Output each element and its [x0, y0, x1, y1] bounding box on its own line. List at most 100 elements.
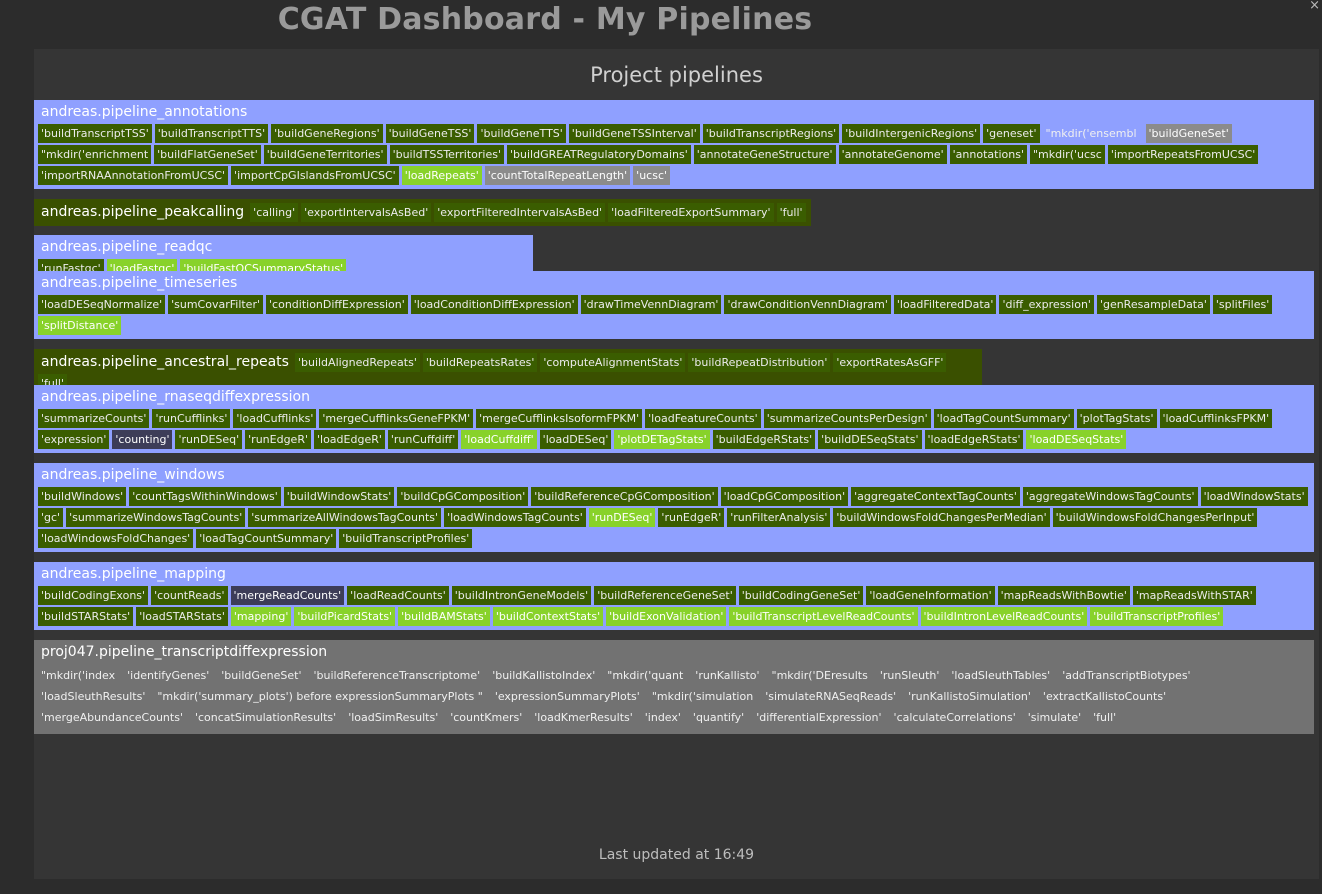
task-badge[interactable]: 'buildDESeqStats' — [818, 430, 922, 449]
task-badge[interactable]: 'computeAlignmentStats' — [540, 353, 686, 372]
task-badge[interactable]: 'countTotalRepeatLength' — [484, 166, 631, 185]
pipeline-name[interactable]: andreas.pipeline_rnaseqdiffexpression — [41, 389, 310, 405]
task-badge[interactable]: 'buildIntronLevelReadCounts' — [920, 607, 1088, 626]
task-badge[interactable]: 'buildTranscriptRegions' — [702, 124, 840, 143]
task-badge[interactable]: 'mapReadsWithSTAR' — [1132, 586, 1256, 605]
task-badge[interactable]: 'runDESeq' — [175, 430, 243, 449]
task-badge[interactable]: 'buildTranscriptProfiles' — [1090, 607, 1224, 626]
task-badge[interactable]: 'buildCodingExons' — [38, 586, 149, 605]
task-badge[interactable]: 'annotations' — [949, 145, 1027, 164]
task-badge[interactable]: 'buildReferenceGeneSet' — [594, 586, 736, 605]
task-badge[interactable]: 'buildGeneTTS' — [477, 124, 566, 143]
task-badge[interactable]: 'runCufflinks' — [152, 409, 231, 428]
task-badge[interactable]: 'buildTranscriptTSS' — [38, 124, 152, 143]
task-badge[interactable]: 'loadFilteredData' — [893, 295, 997, 314]
task-badge[interactable]: 'buildWindowStats' — [283, 487, 395, 506]
pipeline-name[interactable]: andreas.pipeline_timeseries — [41, 275, 238, 291]
task-badge[interactable]: 'loadEdgeR' — [314, 430, 385, 449]
task-badge[interactable]: 'countTagsWithinWindows' — [129, 487, 281, 506]
task-badge[interactable]: 'importRNAAnnotationFromUCSC' — [38, 166, 229, 185]
task-badge[interactable]: 'conditionDiffExpression' — [266, 295, 408, 314]
task-badge[interactable]: 'buildTranscriptProfiles' — [339, 529, 473, 548]
task-badge[interactable]: 'buildTranscriptTTS' — [154, 124, 269, 143]
task-badge[interactable]: 'buildKallistoIndex' — [492, 669, 596, 682]
pipeline-name[interactable]: andreas.pipeline_annotations — [41, 104, 248, 120]
pipeline-name[interactable]: proj047.pipeline_transcriptdiffexpressio… — [41, 644, 328, 660]
task-badge[interactable]: 'loadTagCountSummary' — [196, 529, 337, 548]
task-badge[interactable]: 'buildFlatGeneSet' — [154, 145, 261, 164]
task-badge[interactable]: "mkdir('summary_plots') before expressio… — [157, 690, 483, 703]
task-badge[interactable]: 'loadCuffdiff' — [461, 430, 537, 449]
task-badge[interactable]: 'buildGeneSet' — [221, 669, 302, 682]
task-badge[interactable]: 'diff_expression' — [999, 295, 1094, 314]
task-badge[interactable]: 'loadDESeqNormalize' — [38, 295, 166, 314]
task-badge[interactable]: 'loadRepeats' — [401, 166, 482, 185]
task-badge[interactable]: 'loadDESeq' — [539, 430, 612, 449]
task-badge[interactable]: 'buildContextStats' — [492, 607, 604, 626]
task-badge[interactable]: 'mergeCufflinksIsoformFPKM' — [476, 409, 643, 428]
close-icon[interactable]: × — [1309, 0, 1320, 13]
task-badge[interactable]: 'mergeCufflinksGeneFPKM' — [319, 409, 474, 428]
task-badge[interactable]: 'aggregateContextTagCounts' — [851, 487, 1020, 506]
task-badge[interactable]: 'loadReadCounts' — [347, 586, 449, 605]
task-badge[interactable]: 'buildGeneSet' — [1145, 124, 1232, 143]
task-badge[interactable]: 'quantify' — [692, 711, 745, 724]
task-badge[interactable]: 'runKallisto' — [695, 669, 760, 682]
task-badge[interactable]: 'summarizeCountsPerDesign' — [763, 409, 931, 428]
pipeline-name[interactable]: andreas.pipeline_mapping — [41, 566, 226, 582]
task-badge[interactable]: 'loadKmerResults' — [534, 711, 633, 724]
task-badge[interactable]: 'loadSleuthTables' — [951, 669, 1051, 682]
task-badge[interactable]: 'loadConditionDiffExpression' — [410, 295, 578, 314]
task-badge[interactable]: 'summarizeCounts' — [38, 409, 150, 428]
task-badge[interactable]: 'aggregateWindowsTagCounts' — [1022, 487, 1198, 506]
task-badge[interactable]: 'buildWindowsFoldChangesPerMedian' — [833, 508, 1050, 527]
task-badge[interactable]: 'concatSimulationResults' — [194, 711, 337, 724]
task-badge[interactable]: 'splitFiles' — [1212, 295, 1273, 314]
task-badge[interactable]: 'genResampleData' — [1096, 295, 1210, 314]
task-badge[interactable]: 'counting' — [112, 430, 173, 449]
task-badge[interactable]: 'extractKallistoCounts' — [1042, 690, 1167, 703]
task-badge[interactable]: 'differentialExpression' — [756, 711, 882, 724]
task-badge[interactable]: 'buildTSSTerritories' — [389, 145, 504, 164]
task-badge[interactable]: 'mergeAbundanceCounts' — [41, 711, 183, 724]
task-badge[interactable]: 'buildCodingGeneSet' — [738, 586, 864, 605]
task-badge[interactable]: 'identifyGenes' — [127, 669, 210, 682]
pipeline-name[interactable]: andreas.pipeline_peakcalling — [41, 204, 245, 220]
task-badge[interactable]: 'expression' — [38, 430, 110, 449]
task-badge[interactable]: "mkdir('enrichment — [38, 145, 152, 164]
task-badge[interactable]: 'loadWindowStats' — [1200, 487, 1308, 506]
task-badge[interactable]: 'runCuffdiff' — [387, 430, 459, 449]
task-badge[interactable]: 'mergeReadCounts' — [230, 586, 345, 605]
task-badge[interactable]: 'loadGeneInformation' — [866, 586, 995, 605]
task-badge[interactable]: 'loadCufflinks' — [233, 409, 317, 428]
task-badge[interactable]: 'summarizeWindowsTagCounts' — [66, 508, 246, 527]
task-badge[interactable]: "mkdir('ensembl — [1045, 127, 1137, 140]
task-badge[interactable]: 'addTranscriptBiotypes' — [1062, 669, 1191, 682]
task-badge[interactable]: 'buildAlignedRepeats' — [294, 353, 420, 372]
task-badge[interactable]: 'calculateCorrelations' — [893, 711, 1016, 724]
task-badge[interactable]: 'ucsc' — [633, 166, 671, 185]
task-badge[interactable]: "mkdir('quant — [607, 669, 684, 682]
task-badge[interactable]: 'buildWindows' — [38, 487, 127, 506]
task-badge[interactable]: 'runKallistoSimulation' — [908, 690, 1031, 703]
task-badge[interactable]: 'loadCpGComposition' — [720, 487, 849, 506]
task-badge[interactable]: 'loadWindowsTagCounts' — [444, 508, 586, 527]
task-badge[interactable]: 'sumCovarFilter' — [168, 295, 264, 314]
task-badge[interactable]: 'buildBAMStats' — [398, 607, 490, 626]
task-badge[interactable]: 'loadSimResults' — [348, 711, 439, 724]
task-badge[interactable]: 'runEdgeR' — [245, 430, 311, 449]
task-badge[interactable]: 'loadCufflinksFPKM' — [1159, 409, 1273, 428]
task-badge[interactable]: 'loadFeatureCounts' — [645, 409, 761, 428]
task-badge[interactable]: 'plotDETagStats' — [614, 430, 710, 449]
task-badge[interactable]: 'plotTagStats' — [1076, 409, 1157, 428]
task-badge[interactable]: 'index' — [644, 711, 681, 724]
task-badge[interactable]: 'exportRatesAsGFF' — [833, 353, 947, 372]
task-badge[interactable]: 'countReads' — [151, 586, 228, 605]
task-badge[interactable]: 'buildGeneTerritories' — [263, 145, 387, 164]
task-badge[interactable]: 'gc' — [38, 508, 64, 527]
pipeline-name[interactable]: andreas.pipeline_readqc — [41, 239, 213, 255]
task-badge[interactable]: 'loadDESeqStats' — [1026, 430, 1127, 449]
task-badge[interactable]: 'loadSleuthResults' — [41, 690, 146, 703]
task-badge[interactable]: 'exportIntervalsAsBed' — [301, 203, 432, 222]
task-badge[interactable]: 'loadSTARStats' — [136, 607, 228, 626]
